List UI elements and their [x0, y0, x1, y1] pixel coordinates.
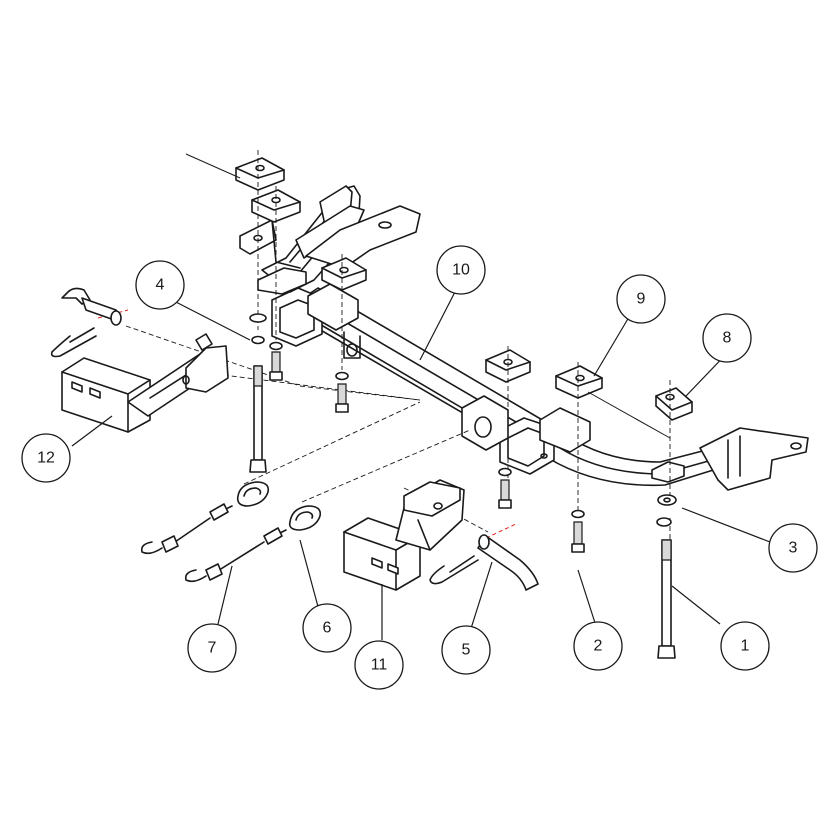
callout-8: 8: [702, 313, 752, 363]
callout-4-label: 4: [156, 277, 165, 294]
callout-11: 11: [354, 640, 404, 690]
right-receiver-arm: [343, 479, 539, 591]
left-receiver-arm: [50, 287, 229, 433]
callout-9: 9: [616, 274, 666, 324]
callout-12: 12: [21, 433, 71, 483]
callout-1: 1: [720, 621, 770, 671]
callout-3-label: 3: [789, 540, 798, 557]
callout-5: 5: [441, 625, 491, 675]
callout-4: 4: [135, 260, 185, 310]
callout-9-label: 9: [637, 291, 646, 308]
callout-7-label: 7: [208, 640, 217, 657]
callout-6: 6: [302, 603, 352, 653]
callout-8-label: 8: [723, 330, 732, 347]
leader-lines: [71, 289, 771, 640]
callout-10-label: 10: [452, 262, 470, 279]
callout-5-label: 5: [462, 642, 471, 659]
callout-7: 7: [187, 623, 237, 673]
safety-cables: [140, 481, 322, 583]
callout-10: 10: [436, 245, 486, 295]
callout-3: 3: [768, 523, 818, 573]
hitch-frame: [239, 185, 809, 491]
callout-2: 2: [573, 621, 623, 671]
fasteners: [249, 313, 677, 659]
assembly-centerlines: [97, 150, 671, 540]
callout-12-label: 12: [37, 450, 55, 467]
callout-2-label: 2: [594, 638, 603, 655]
callout-11-label: 11: [371, 657, 388, 674]
callout-6-label: 6: [323, 620, 332, 637]
callout-1-label: 1: [741, 638, 750, 655]
